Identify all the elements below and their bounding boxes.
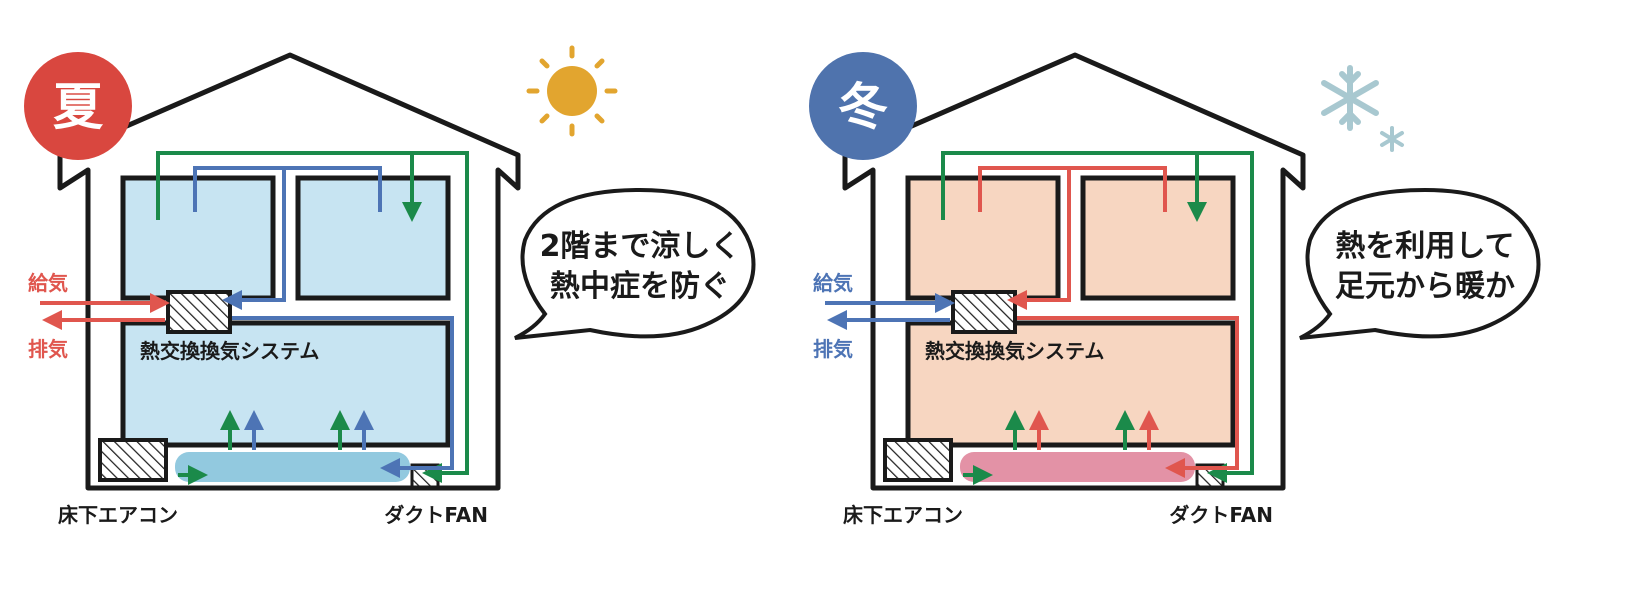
winter-red-riser xyxy=(1007,168,1071,310)
winter-supply-label: 給気 xyxy=(813,271,853,295)
winter-badge-text: 冬 xyxy=(838,78,888,136)
summer-panel: 夏 2階まで涼しく 熱中症を防ぐ 給気 排気 熱交換換気システム 床下エアコン … xyxy=(24,45,756,527)
winter-room-lower xyxy=(905,320,1236,448)
summer-fan-label: ダクトFAN xyxy=(384,503,488,527)
winter-red-duct xyxy=(978,166,1167,212)
summer-blue-duct xyxy=(193,166,382,212)
summer-bubble-line2: 熱中症を防ぐ xyxy=(550,269,730,304)
summer-aircon-label: 床下エアコン xyxy=(58,503,178,527)
summer-blue-return xyxy=(232,316,454,478)
winter-red-return xyxy=(1017,316,1239,478)
winter-room-upper-right xyxy=(1080,175,1236,301)
summer-green-duct xyxy=(156,151,469,483)
winter-speech-bubble xyxy=(1299,187,1541,340)
winter-room-upper-left xyxy=(905,175,1061,301)
winter-aircon-unit xyxy=(883,438,953,482)
summer-speech-bubble xyxy=(514,187,756,340)
sun-icon xyxy=(526,45,618,137)
summer-floor-air xyxy=(175,452,410,482)
winter-aircon-label: 床下エアコン xyxy=(843,503,963,527)
summer-room-lower xyxy=(120,320,451,448)
winter-floor-air xyxy=(960,452,1195,482)
summer-badge-text: 夏 xyxy=(53,78,104,136)
summer-room-upper-left xyxy=(120,175,276,301)
summer-badge xyxy=(24,52,132,160)
summer-exhaust-label: 排気 xyxy=(28,337,68,361)
winter-badge xyxy=(809,52,917,160)
winter-bubble-line1: 熱を利用して xyxy=(1335,229,1514,264)
small-snowflake-icon xyxy=(1380,126,1404,152)
summer-system-label: 熱交換換気システム xyxy=(140,339,319,363)
summer-bubble-line1: 2階まで涼しく xyxy=(540,229,741,264)
winter-bubble-line2: 足元から暖か xyxy=(1335,269,1515,304)
winter-heat-exchanger xyxy=(951,290,1017,334)
summer-heat-exchanger xyxy=(166,290,232,334)
winter-fan-label: ダクトFAN xyxy=(1169,503,1273,527)
summer-blue-riser xyxy=(222,168,286,310)
summer-room-upper-right xyxy=(295,175,451,301)
summer-supply-label: 給気 xyxy=(28,271,68,295)
winter-exhaust-label: 排気 xyxy=(813,337,853,361)
winter-panel: 冬 熱を利用して 足元から暖か 給気 排気 熱交換換気システム 床下エアコン ダ… xyxy=(809,52,1541,527)
winter-green-duct xyxy=(941,151,1254,483)
snowflake-icon xyxy=(1321,65,1379,131)
summer-aircon-unit xyxy=(98,438,168,482)
winter-system-label: 熱交換換気システム xyxy=(925,339,1104,363)
